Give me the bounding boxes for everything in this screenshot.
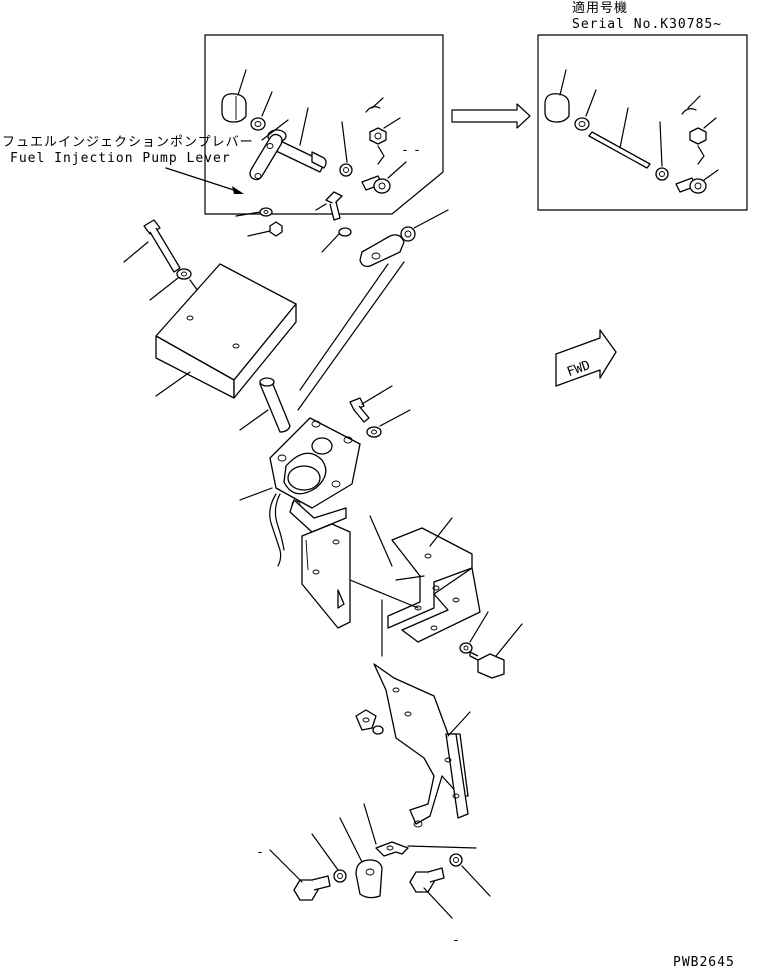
- actuator-washer: [366, 426, 382, 438]
- support-bracket: [355, 663, 469, 828]
- fwd-marker: FWD: [555, 329, 617, 387]
- clip: [375, 841, 409, 857]
- new-rod: [588, 131, 651, 169]
- bottom-washer-right: [449, 853, 463, 867]
- bottom-washer-left: [333, 869, 347, 883]
- new-nut-3: [689, 127, 707, 145]
- new-ball-joint: [544, 93, 570, 123]
- drawing-code: PWB2645: [673, 955, 735, 970]
- bracket-bolt: [469, 651, 505, 679]
- cover-block: [155, 263, 297, 399]
- actuator-bolt: [349, 397, 370, 423]
- nut-lever: [269, 221, 283, 237]
- bottom-bolt-right: [409, 867, 445, 893]
- callout-english: Fuel Injection Pump Lever: [10, 151, 231, 166]
- actuator-motor: [269, 417, 361, 533]
- bottom-clamp: [355, 859, 383, 899]
- serial-number: Serial No.K30785~: [572, 17, 722, 32]
- version-arrow: [451, 103, 531, 129]
- svg-text:-: -: [401, 143, 410, 158]
- long-bolt: [143, 219, 181, 273]
- linkage-group-box: [204, 34, 444, 215]
- bolt-small: [325, 191, 343, 221]
- nut-3: [369, 127, 387, 145]
- clamp: [359, 226, 416, 268]
- pump-lever: [249, 133, 283, 181]
- washer-lever: [259, 207, 273, 217]
- nut-1: [250, 117, 266, 131]
- bracket-washer: [459, 642, 473, 654]
- bolt-washer: [176, 268, 192, 280]
- svg-text:-: -: [256, 845, 265, 860]
- mounting-bracket: [387, 527, 481, 643]
- motor-bracket: [301, 523, 351, 629]
- ball-joint: [221, 93, 247, 123]
- new-version-box: [537, 34, 748, 211]
- svg-text:-: -: [452, 933, 461, 948]
- ball-stud: [361, 175, 391, 194]
- clamp-washer: [338, 227, 352, 237]
- callout-japanese: フュエルインジェクションポンプレバー: [2, 135, 254, 150]
- new-cotter-pin: [681, 108, 697, 115]
- nut-2: [339, 163, 353, 177]
- new-ball-stud: [675, 177, 707, 194]
- applicability-title: 適用号機: [572, 0, 628, 16]
- pin: [259, 377, 291, 433]
- callout-leader: [165, 167, 244, 194]
- wire-harness: [269, 493, 285, 567]
- new-nut-1: [574, 117, 590, 131]
- new-nut-2: [655, 167, 669, 181]
- svg-text:-: -: [413, 143, 422, 158]
